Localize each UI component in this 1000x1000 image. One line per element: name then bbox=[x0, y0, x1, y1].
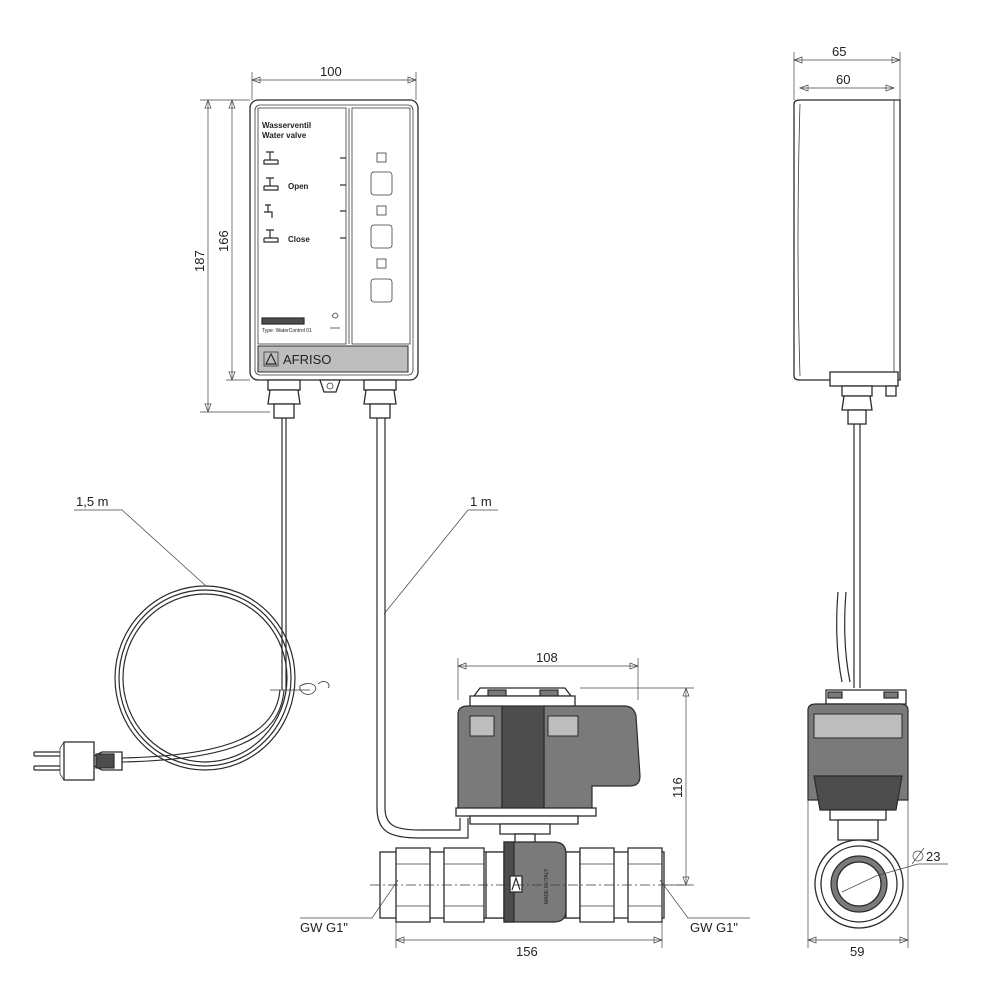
dim-valve-length: 156 bbox=[516, 944, 538, 959]
control-box-side bbox=[793, 99, 901, 688]
power-plug bbox=[33, 741, 123, 781]
brand-label: AFRISO bbox=[283, 352, 331, 367]
open-label: Open bbox=[288, 182, 309, 191]
cable-glands bbox=[267, 379, 397, 419]
valve-icon bbox=[263, 151, 279, 243]
power-cable bbox=[33, 418, 330, 781]
dimension-lines bbox=[74, 52, 948, 948]
dim-box-width: 100 bbox=[320, 64, 342, 79]
dim-side-depth-outer: 65 bbox=[832, 44, 846, 59]
dim-thread-left: GW G1" bbox=[300, 920, 348, 935]
dim-pipe-diameter: 23 bbox=[926, 849, 940, 864]
close-button-drawing bbox=[370, 224, 393, 249]
dim-box-height-inner: 166 bbox=[216, 230, 231, 252]
title-en: Water valve bbox=[262, 131, 307, 140]
valve-marking: MADE IN ITALY bbox=[544, 868, 550, 904]
open-button-drawing bbox=[370, 171, 393, 196]
status-button-drawing bbox=[370, 278, 393, 303]
close-label: Close bbox=[288, 235, 310, 244]
dim-valve-width: 108 bbox=[536, 650, 558, 665]
dim-side-depth-inner: 60 bbox=[836, 72, 850, 87]
title-de: Wasserventil bbox=[262, 121, 311, 130]
control-box-front: Wasserventil Water valve Open Close Type… bbox=[249, 99, 419, 381]
dim-valve-side-width: 59 bbox=[850, 944, 864, 959]
dim-power-cable: 1,5 m bbox=[76, 494, 109, 509]
dim-valve-height: 116 bbox=[670, 777, 685, 798]
ball-valve-front: MADE IN ITALY bbox=[370, 687, 690, 923]
valve-cable bbox=[376, 418, 469, 839]
type-label: Type: WaterControl 01 bbox=[262, 328, 312, 334]
ball-valve-side bbox=[807, 591, 909, 929]
dim-thread-right: GW G1" bbox=[690, 920, 738, 935]
dim-valve-cable: 1 m bbox=[470, 494, 492, 509]
dim-box-height-outer: 187 bbox=[192, 250, 207, 272]
diameter-label: 23 bbox=[911, 847, 940, 865]
